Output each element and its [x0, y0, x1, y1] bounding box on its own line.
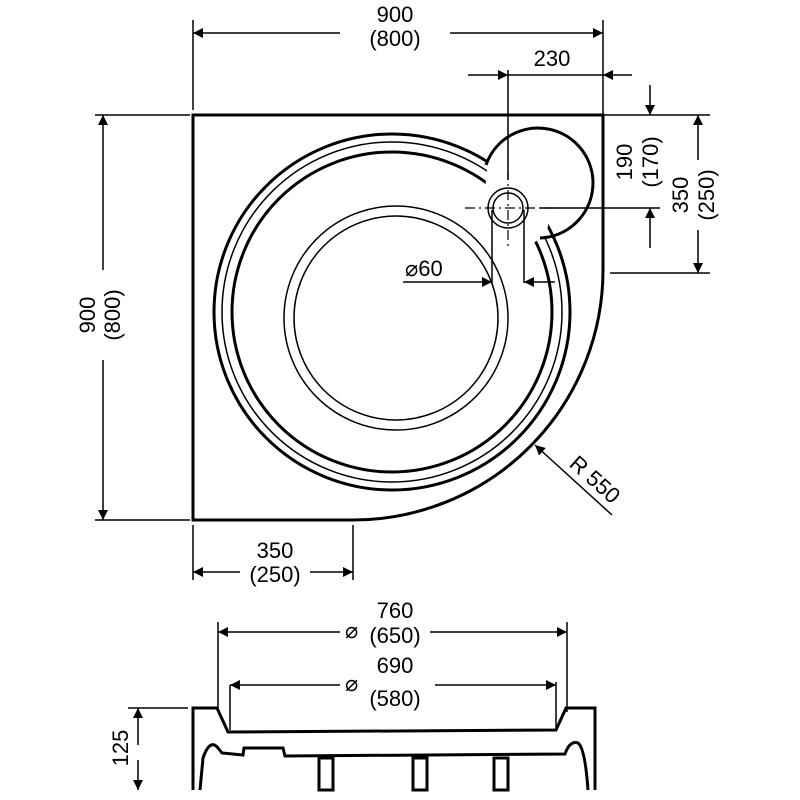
foot-3	[492, 756, 510, 792]
right-straight-value: 350	[668, 177, 693, 214]
inner-diameter-alt: (580)	[369, 686, 420, 711]
drain-offset-y-alt: (170)	[638, 136, 663, 187]
drain-offset-y: 190	[612, 144, 637, 181]
top-width-alt: (800)	[369, 26, 420, 51]
ring-inner-edge	[230, 150, 554, 474]
outer-diameter-alt: (650)	[369, 623, 420, 648]
right-straight-alt: (250)	[694, 169, 719, 220]
foot-1	[317, 756, 335, 792]
left-height-alt: (800)	[100, 289, 125, 340]
side-profile-bottom	[198, 741, 590, 791]
side-profile-top	[191, 706, 597, 790]
bottom-straight-alt: (250)	[249, 562, 300, 587]
inner-diameter-symbol: ⌀	[345, 671, 358, 696]
drain-diameter: ⌀60	[405, 256, 443, 281]
foot-2	[411, 756, 429, 792]
outer-diameter-value: 760	[377, 598, 414, 623]
basin-inner	[293, 215, 499, 421]
outer-diameter-symbol: ⌀	[345, 618, 358, 643]
outer-ring-inner	[221, 141, 563, 483]
basin-outer	[283, 205, 509, 431]
drain-housing	[484, 159, 549, 290]
inner-diameter-value: 690	[377, 653, 414, 678]
drain-offset-x: 230	[534, 46, 571, 71]
top-width-value: 900	[377, 2, 414, 27]
bottom-straight-value: 350	[257, 538, 294, 563]
height-value: 125	[108, 730, 133, 767]
left-height-value: 900	[75, 297, 100, 334]
outer-ring	[212, 132, 572, 492]
tray-outline	[191, 113, 605, 522]
